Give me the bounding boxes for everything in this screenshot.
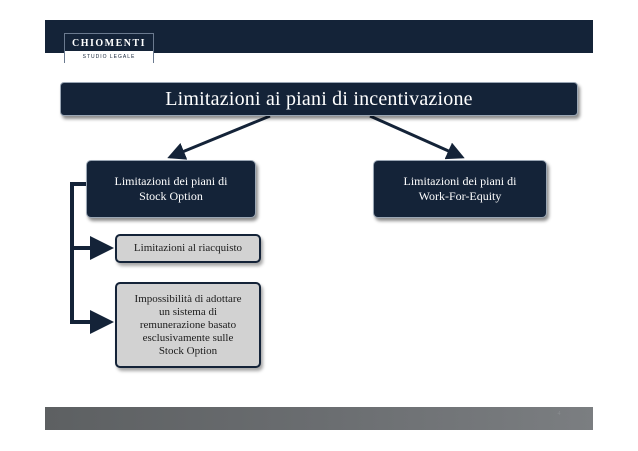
remunerazione-box: Impossibilità di adottare un sistema di … <box>115 282 261 368</box>
stock-option-box: Limitazioni dei piani di Stock Option <box>86 160 256 218</box>
arrow-to-stock-option <box>167 114 271 160</box>
footer-band <box>45 407 593 430</box>
bracket-connector <box>70 182 114 334</box>
main-title: Limitazioni ai piani di incentivazione <box>165 87 473 110</box>
remunerazione-label: Impossibilità di adottare un sistema di … <box>134 292 242 357</box>
logo-subtitle: STUDIO LEGALE <box>65 51 153 63</box>
page-number: 4 <box>557 411 561 417</box>
riacquisto-box: Limitazioni al riacquisto <box>115 234 261 263</box>
logo-name: CHIOMENTI <box>71 38 147 49</box>
chiomenti-logo: CHIOMENTI STUDIO LEGALE <box>64 33 154 63</box>
work-for-equity-label: Limitazioni dei piani di Work-For-Equity <box>403 174 517 203</box>
arrow-to-work-for-equity <box>369 114 465 160</box>
stock-option-label: Limitazioni dei piani di Stock Option <box>114 174 228 203</box>
main-title-box: Limitazioni ai piani di incentivazione <box>60 82 578 116</box>
work-for-equity-box: Limitazioni dei piani di Work-For-Equity <box>373 160 547 218</box>
riacquisto-label: Limitazioni al riacquisto <box>133 242 243 254</box>
